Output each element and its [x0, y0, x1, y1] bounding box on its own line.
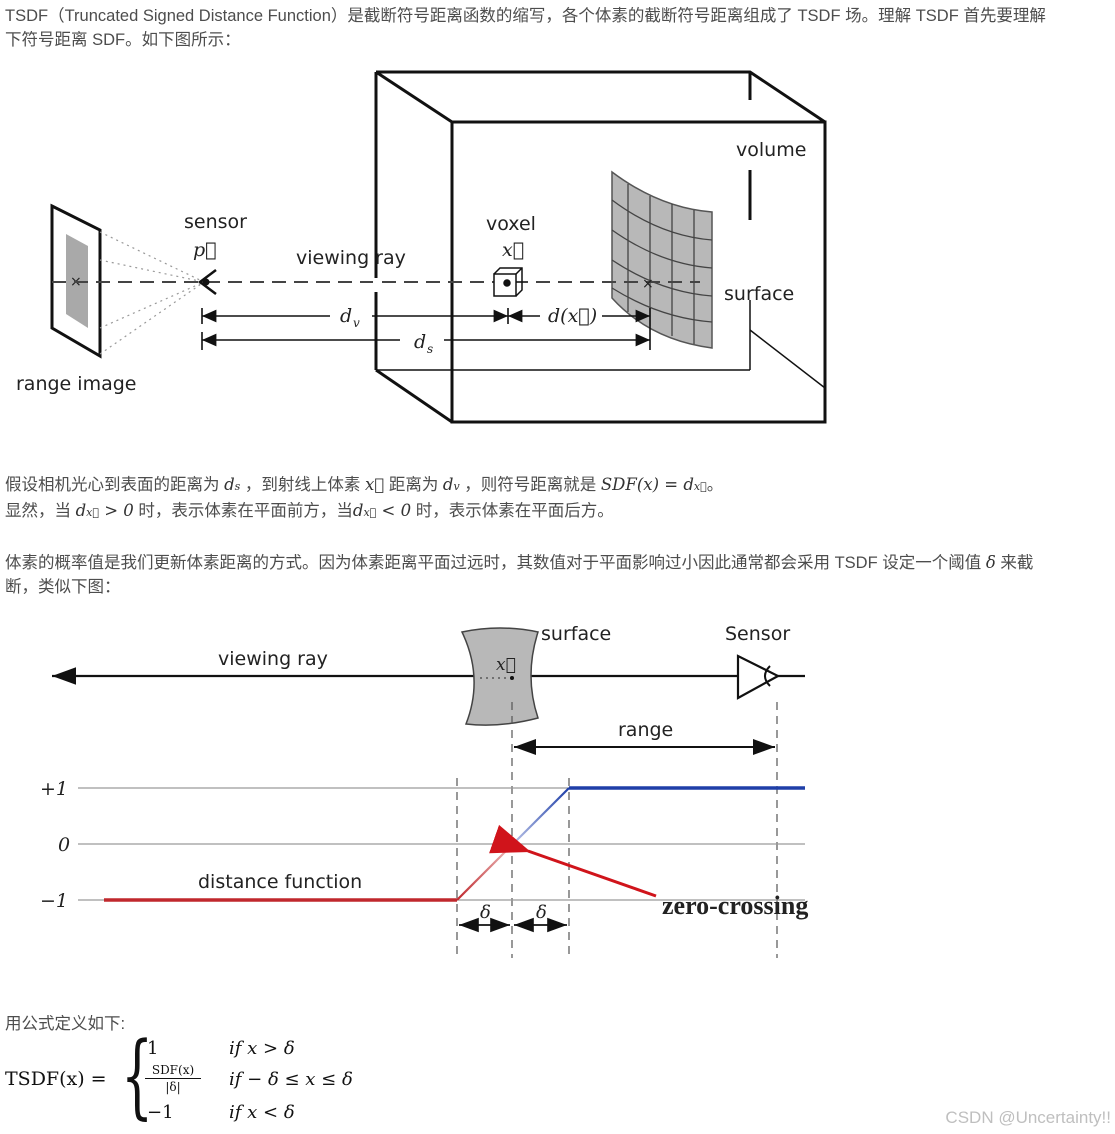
probability-line-1: 体素的概率值是我们更新体素距离的方式。因为体素距离平面过远时，其数值对于平面影响…	[5, 551, 1110, 575]
viewing-ray-label: viewing ray	[296, 247, 406, 269]
intro-paragraph: TSDF（Truncated Signed Distance Function）…	[5, 4, 1110, 52]
explain-line-2: 显然，当 dx⃗ > 0 时，表示体素在平面前方，当dx⃗ < 0 时，表示体素…	[5, 499, 1110, 525]
delta-right-label: δ	[536, 902, 547, 923]
sensor-label-2: Sensor	[725, 623, 790, 645]
viewing-ray-label-2: viewing ray	[218, 648, 328, 670]
range-image-label: range image	[16, 373, 136, 395]
math-delta: δ	[985, 553, 996, 572]
tsdf-diagram: viewing ray surface Sensor x⃗ range +1 0…	[40, 623, 808, 958]
explain-paragraph: 假设相机光心到表面的距离为 ds ，到射线上体素 x⃗ 距离为 dv ，则符号距…	[5, 473, 1110, 525]
dv-subscript: v	[353, 316, 360, 330]
distance-function-label: distance function	[198, 871, 362, 893]
math-dv: dv	[442, 475, 460, 494]
tick-plus-one: +1	[40, 778, 68, 800]
voxel-label: voxel	[486, 213, 536, 235]
volume-label: volume	[736, 139, 806, 161]
explain-text-e: 。	[706, 476, 724, 494]
surface-shape	[460, 627, 539, 726]
voxel-symbol: x⃗	[502, 239, 524, 261]
csdn-watermark: CSDN @Uncertainty!!	[945, 1108, 1111, 1127]
probability-paragraph: 体素的概率值是我们更新体素距离的方式。因为体素距离平面过远时，其数值对于平面影响…	[5, 551, 1110, 599]
zero-crossing-arrow	[489, 824, 657, 898]
intro-line-1: TSDF（Truncated Signed Distance Function）…	[5, 7, 1046, 25]
probability-line-2: 断，类似下图：	[5, 578, 121, 596]
surface-patch	[611, 170, 713, 349]
math-cond-positive: dx⃗ > 0	[75, 501, 134, 520]
dv-label: d	[340, 305, 352, 327]
voxel-cube-icon	[493, 267, 523, 297]
explain-line-1: 假设相机光心到表面的距离为 ds ，到射线上体素 x⃗ 距离为 dv ，则符号距…	[5, 473, 1110, 499]
case3-value: −1	[147, 1102, 174, 1123]
sensor-label: sensor	[184, 211, 247, 233]
surface-hit-mark: ×	[642, 276, 654, 292]
case3-condition: if x < δ	[229, 1102, 295, 1123]
formula-brace: {	[121, 1022, 154, 1129]
math-x: x⃗	[365, 475, 385, 494]
distance-dimensions	[201, 278, 651, 350]
delta-left-label: δ	[480, 902, 491, 923]
case2-denominator: |δ|	[165, 1080, 181, 1094]
explain-text-b: ，到射线上体素	[244, 476, 361, 494]
surface-label: surface	[724, 283, 794, 305]
formula-lhs: TSDF(x) =	[5, 1068, 107, 1090]
tick-zero: 0	[58, 834, 70, 856]
range-label: range	[618, 719, 673, 741]
dx-label: d(x⃗)	[548, 305, 597, 327]
sensor-symbol: p⃗	[193, 239, 217, 261]
sensor-eye-icon	[197, 269, 217, 295]
explain2-text-a: 显然，当	[5, 502, 71, 520]
case2-fraction: SDF(x) |δ|	[145, 1063, 201, 1094]
sensor-icon	[736, 654, 781, 700]
intro-line-2: 下符号距离 SDF。如下图所示：	[5, 31, 241, 49]
case1-condition: if x > δ	[229, 1038, 295, 1059]
math-sdf-eq: SDF(x) = dx⃗	[600, 475, 707, 494]
voxel-symbol-2: x⃗	[496, 655, 516, 675]
tsdf-formula: TSDF(x) = { 1 if x > δ SDF(x) |δ| if − δ…	[5, 1030, 425, 1130]
explain-text-d: ，则符号距离就是	[464, 476, 597, 494]
projection-lines	[99, 231, 205, 355]
ds-subscript: s	[427, 342, 433, 356]
math-cond-negative: dx⃗ < 0	[352, 501, 412, 520]
surface-label-2: surface	[541, 623, 611, 645]
case1-value: 1	[147, 1038, 159, 1059]
volume-box	[374, 70, 827, 424]
explain-text-a: 假设相机光心到表面的距离为	[5, 476, 220, 494]
case2-condition: if − δ ≤ x ≤ δ	[229, 1069, 353, 1090]
reference-lines	[78, 787, 805, 901]
tick-minus-one: −1	[40, 890, 68, 912]
zero-crossing-label: zero-crossing	[662, 891, 808, 920]
explain-text-c: 距离为	[388, 476, 439, 494]
probability-text-a: 体素的概率值是我们更新体素距离的方式。因为体素距离平面过远时，其数值对于平面影响…	[5, 554, 982, 572]
formula-intro: 用公式定义如下:	[5, 1015, 126, 1033]
explain2-text-b: 时，表示体素在平面前方，当	[138, 502, 353, 520]
math-ds: ds	[224, 475, 241, 494]
ds-label: d	[414, 331, 426, 353]
sdf-diagram: × × volume surface sensor p⃗ vox	[16, 70, 827, 424]
probability-text-b: 来截	[1000, 554, 1034, 572]
explain2-text-c: 时，表示体素在平面后方。	[415, 502, 614, 520]
case2-numerator: SDF(x)	[145, 1063, 201, 1079]
